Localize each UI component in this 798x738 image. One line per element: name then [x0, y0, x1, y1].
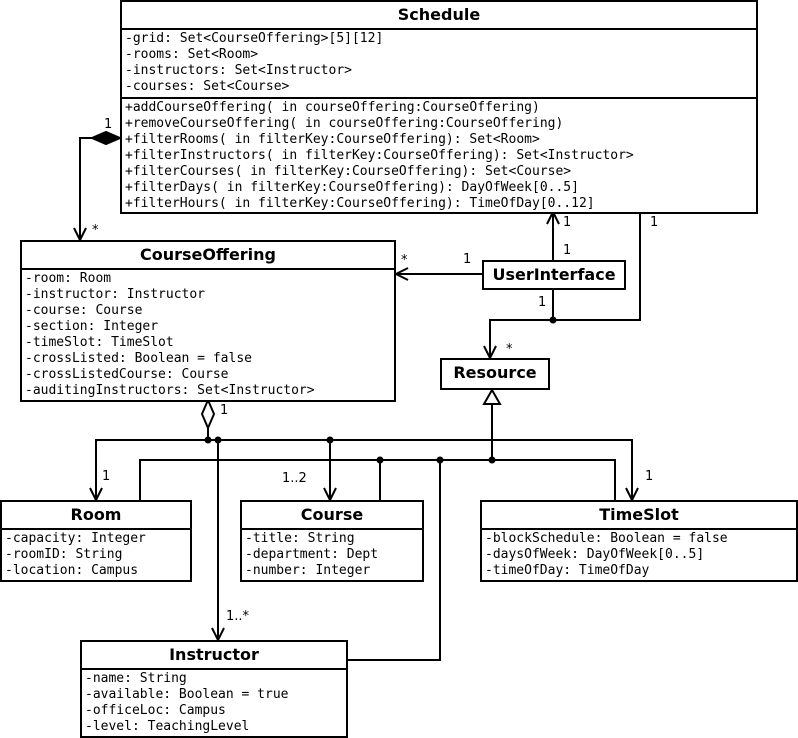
generalization-junction-dot	[488, 456, 496, 464]
resource-junction-dot	[549, 316, 557, 324]
course-offering-class-name: CourseOffering	[22, 242, 394, 270]
schedule-class: Schedule -grid: Set<CourseOffering>[5][1…	[120, 0, 758, 214]
course-attribute: -number: Integer	[245, 563, 371, 578]
course-class-name: Course	[242, 502, 422, 530]
course-offering-attribute: -course: Course	[25, 303, 143, 318]
time-slot-attribute: -timeOfDay: TimeOfDay	[485, 563, 650, 578]
offering-ui-arrowhead	[393, 267, 409, 281]
schedule-operation: +filterRooms( in filterKey:CourseOfferin…	[125, 132, 540, 147]
resource-class-name: Resource	[453, 363, 537, 382]
composition-diamond	[89, 130, 123, 146]
ui-schedule-multiplicity-b: 1	[563, 243, 572, 258]
time-slot-class: TimeSlot -blockSchedule: Boolean = false…	[480, 500, 798, 582]
course-multiplicity: 1..2	[282, 471, 307, 486]
time-slot-attributes: -blockSchedule: Boolean = false -daysOfW…	[482, 530, 796, 581]
aggregation-junction-dot	[204, 436, 212, 444]
schedule-operation: +removeCourseOffering( in courseOffering…	[125, 116, 564, 131]
schedule-attribute: -rooms: Set<Room>	[125, 47, 259, 62]
user-interface-class-name: UserInterface	[492, 265, 616, 284]
generalization-triangle	[482, 387, 502, 405]
schedule-resource-multiplicity: 1	[650, 215, 659, 230]
schedule-to-resource-edge	[489, 212, 641, 358]
course-offering-attributes: -room: Room -instructor: Instructor -cou…	[22, 270, 394, 401]
schedule-class-name: Schedule	[122, 2, 756, 30]
instructor-attribute: -name: String	[85, 671, 187, 686]
schedule-operation: +filterCourses( in filterKey:CourseOffer…	[125, 164, 572, 179]
resource-many-multiplicity: *	[506, 342, 513, 357]
course-offering-attribute: -crossListedCourse: Course	[25, 367, 229, 382]
course-attributes: -title: String -department: Dept -number…	[242, 530, 422, 581]
ui-resource-multiplicity: 1	[538, 295, 547, 310]
instructor-class-name: Instructor	[82, 642, 346, 670]
time-slot-class-name: TimeSlot	[482, 502, 796, 530]
instructor-attribute: -level: TeachingLevel	[85, 719, 250, 734]
schedule-composition-multiplicity: 1	[104, 117, 113, 132]
room-generalization-edge	[139, 459, 492, 500]
schedule-attribute: -grid: Set<CourseOffering>[5][12]	[125, 31, 384, 46]
instructor-class: Instructor -name: String -available: Boo…	[80, 640, 348, 738]
course-branch-dot	[326, 436, 334, 444]
resource-class: Resource	[440, 358, 550, 390]
instructor-attributes: -name: String -available: Boolean = true…	[82, 670, 346, 737]
schedule-composition-edge	[79, 137, 92, 238]
course-offering-attribute: -crossListed: Boolean = false	[25, 351, 252, 366]
room-attribute: -capacity: Integer	[5, 531, 146, 546]
aggregation-diamond	[200, 397, 216, 431]
offering-aggregation-multiplicity: 1	[220, 403, 229, 418]
course-offering-attribute: -auditingInstructors: Set<Instructor>	[25, 383, 315, 398]
room-class: Room -capacity: Integer -roomID: String …	[0, 500, 192, 582]
course-offering-attribute: -section: Integer	[25, 319, 159, 334]
schedule-attribute: -courses: Set<Course>	[125, 79, 290, 94]
ui-offering-ui-multiplicity: 1	[463, 252, 472, 267]
room-attributes: -capacity: Integer -roomID: String -loca…	[2, 530, 190, 581]
room-attribute: -location: Campus	[5, 563, 139, 578]
room-class-name: Room	[2, 502, 190, 530]
offering-many-multiplicity: *	[92, 223, 99, 238]
course-offering-class: CourseOffering -room: Room -instructor: …	[20, 240, 396, 402]
schedule-attributes: -grid: Set<CourseOffering>[5][12] -rooms…	[122, 30, 756, 97]
timeslot-generalization-edge	[492, 459, 616, 500]
course-attribute: -title: String	[245, 531, 355, 546]
instructor-generalization-edge	[348, 460, 441, 661]
instructor-junction-dot	[436, 456, 444, 464]
room-multiplicity: 1	[102, 469, 111, 484]
instructor-multiplicity: 1..*	[226, 609, 250, 624]
time-slot-attribute: -daysOfWeek: DayOfWeek[0..5]	[485, 547, 705, 562]
schedule-attribute: -instructors: Set<Instructor>	[125, 63, 352, 78]
schedule-operation: +filterHours( in filterKey:CourseOfferin…	[125, 196, 595, 211]
time-slot-multiplicity: 1	[645, 469, 654, 484]
schedule-operation: +addCourseOffering( in courseOffering:Co…	[125, 100, 540, 115]
room-association-edge	[95, 439, 208, 500]
course-offering-attribute: -instructor: Instructor	[25, 287, 206, 302]
instructor-branch-dot	[214, 436, 222, 444]
course-offering-attribute: -room: Room	[25, 271, 112, 286]
course-offering-attribute: -timeSlot: TimeSlot	[25, 335, 174, 350]
instructor-attribute: -officeLoc: Campus	[85, 703, 226, 718]
ui-schedule-multiplicity-a: 1	[563, 215, 572, 230]
course-class: Course -title: String -department: Dept …	[240, 500, 424, 582]
timeslot-association-edge	[208, 439, 633, 500]
user-interface-class: UserInterface	[482, 260, 626, 290]
room-attribute: -roomID: String	[5, 547, 123, 562]
course-junction-dot	[376, 456, 384, 464]
course-attribute: -department: Dept	[245, 547, 379, 562]
schedule-operations: +addCourseOffering( in courseOffering:Co…	[122, 97, 756, 214]
ui-offering-offering-multiplicity: *	[401, 253, 408, 268]
instructor-attribute: -available: Boolean = true	[85, 687, 289, 702]
schedule-operation: +filterDays( in filterKey:CourseOffering…	[125, 180, 579, 195]
time-slot-attribute: -blockSchedule: Boolean = false	[485, 531, 728, 546]
schedule-operation: +filterInstructors( in filterKey:CourseO…	[125, 148, 634, 163]
